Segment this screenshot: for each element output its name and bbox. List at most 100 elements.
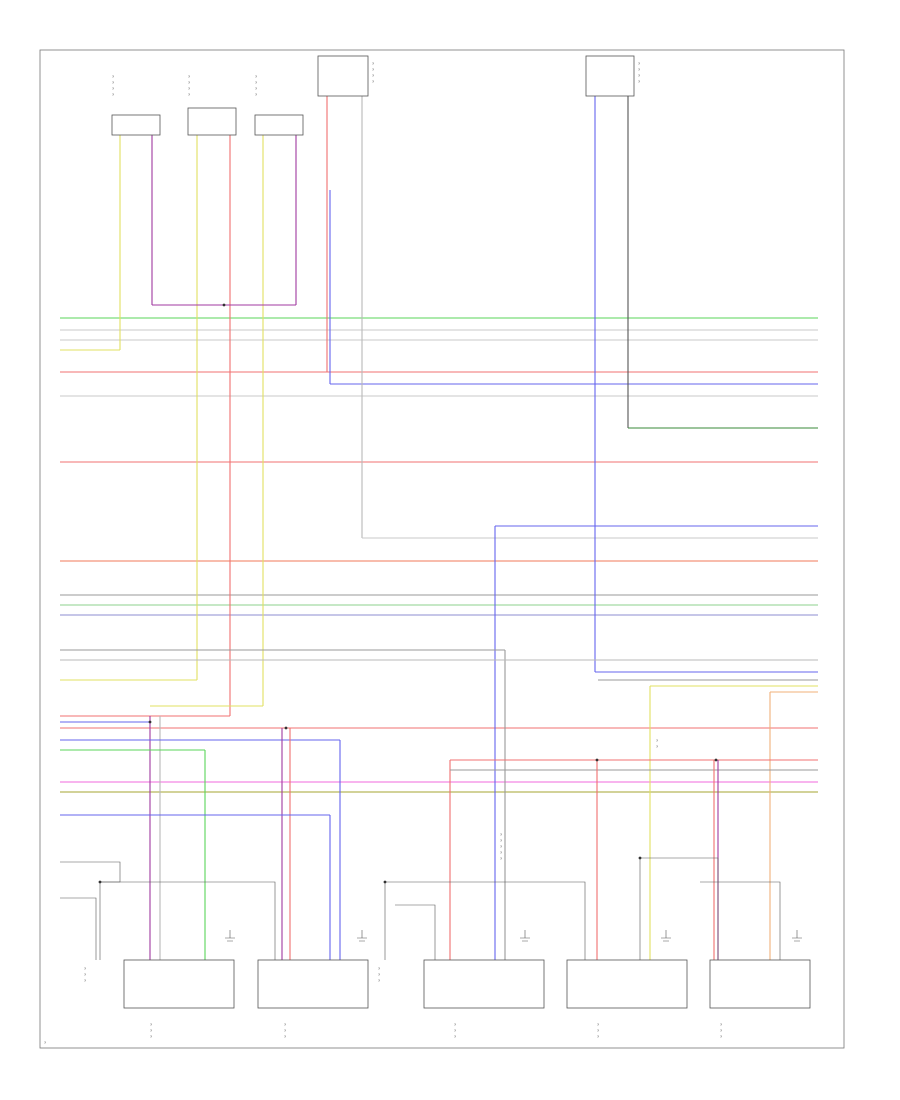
aux-label-line: ?	[378, 973, 380, 977]
aux-label-line: ?	[378, 967, 380, 971]
module-body	[709, 959, 811, 1009]
ground-symbols	[225, 930, 802, 942]
splice-dot	[284, 726, 288, 730]
switch-body	[187, 107, 237, 136]
module-body	[317, 55, 369, 97]
wire-black	[60, 897, 97, 960]
module-body	[566, 959, 688, 1009]
splice-dot	[98, 880, 102, 884]
ground-icon	[357, 930, 367, 942]
note-line: ?	[500, 851, 502, 855]
wire-black	[700, 881, 781, 960]
wire-black	[60, 861, 121, 960]
top-module-b: ? ? ? ?	[585, 55, 640, 97]
module-label-line: ?	[284, 1023, 286, 1027]
mid-note-2: ? ? ? ? ?	[500, 833, 502, 861]
module-label-line: ?	[284, 1029, 286, 1033]
top-switch-3: ? ? ? ?	[254, 75, 304, 136]
bottom-aux-2: ? ? ?	[378, 967, 380, 983]
ground-icon	[225, 930, 235, 942]
module-label-line: ?	[597, 1029, 599, 1033]
module-label-line: ?	[454, 1029, 456, 1033]
module-label-line: ?	[597, 1023, 599, 1027]
aux-label-line: ?	[84, 973, 86, 977]
wire-black	[395, 904, 436, 960]
switch-body	[254, 114, 304, 136]
module-label-line: ?	[638, 74, 640, 78]
module-label-line: ?	[720, 1029, 722, 1033]
switch-body	[111, 114, 161, 136]
module-label-line: ?	[372, 80, 374, 84]
bottom-aux-1: ? ? ?	[84, 967, 86, 983]
aux-label-line: ?	[84, 967, 86, 971]
module-label-line: ?	[638, 62, 640, 66]
module-label-line: ?	[720, 1023, 722, 1027]
note-line: ?	[500, 857, 502, 861]
bottom-module-5: ? ? ?	[709, 959, 811, 1039]
bottom-module-3: ? ? ?	[423, 959, 545, 1039]
ground-icon	[792, 930, 802, 942]
ground-icon	[520, 930, 530, 942]
top-module-a: ? ? ? ?	[317, 55, 374, 97]
note-line: ?	[656, 745, 658, 749]
aux-label-line: ?	[84, 979, 86, 983]
module-label-line: ?	[638, 80, 640, 84]
switch-label-line: ?	[112, 75, 114, 79]
splice-dot	[714, 758, 718, 762]
switch-label-line: ?	[255, 87, 257, 91]
module-body	[423, 959, 545, 1009]
module-label-line: ?	[720, 1035, 722, 1039]
splice-dot	[148, 720, 152, 724]
bottom-module-4: ? ? ?	[566, 959, 688, 1039]
ground-icon	[661, 930, 671, 942]
switch-label-line: ?	[255, 93, 257, 97]
note-line: ?	[500, 845, 502, 849]
module-body	[123, 959, 235, 1009]
note-line: ?	[500, 833, 502, 837]
lower-wires	[60, 716, 818, 960]
switch-label-line: ?	[255, 81, 257, 85]
module-label-line: ?	[372, 74, 374, 78]
module-label-line: ?	[454, 1023, 456, 1027]
module-label-line: ?	[150, 1029, 152, 1033]
switch-label-line: ?	[188, 75, 190, 79]
wire-black	[385, 881, 586, 960]
module-label-line: ?	[150, 1035, 152, 1039]
bus-wires	[60, 317, 818, 793]
splice-dots	[98, 303, 718, 884]
module-label-line: ?	[372, 62, 374, 66]
note-line: ?	[500, 839, 502, 843]
module-label-line: ?	[150, 1023, 152, 1027]
top-wires	[60, 96, 818, 960]
top-switch-2: ? ? ? ?	[187, 75, 237, 136]
module-body	[257, 959, 369, 1009]
switch-label-line: ?	[112, 87, 114, 91]
module-label-line: ?	[597, 1035, 599, 1039]
switch-label-line: ?	[255, 75, 257, 79]
switch-label-line: ?	[188, 81, 190, 85]
splice-dot	[383, 880, 387, 884]
mid-note-1: ? ?	[656, 739, 658, 749]
module-label-line: ?	[454, 1035, 456, 1039]
top-switch-1: ? ? ? ?	[111, 75, 161, 136]
aux-label-line: ?	[378, 979, 380, 983]
wire-black	[640, 857, 719, 960]
switch-label-line: ?	[188, 93, 190, 97]
bottom-module-2: ? ? ?	[257, 959, 369, 1039]
note-line: ?	[656, 739, 658, 743]
splice-dot	[595, 758, 599, 762]
diagram-frame	[39, 49, 845, 1049]
switch-label-line: ?	[188, 87, 190, 91]
bottom-module-1: ? ? ?	[123, 959, 235, 1039]
module-label-line: ?	[638, 68, 640, 72]
module-label-line: ?	[284, 1035, 286, 1039]
splice-dot	[638, 856, 642, 860]
splice-dot	[222, 303, 226, 307]
switch-label-line: ?	[112, 93, 114, 97]
wire-black	[100, 881, 276, 960]
switch-label-line: ?	[112, 81, 114, 85]
module-body	[585, 55, 635, 97]
footer-code: ?	[44, 1041, 46, 1045]
module-label-line: ?	[372, 68, 374, 72]
